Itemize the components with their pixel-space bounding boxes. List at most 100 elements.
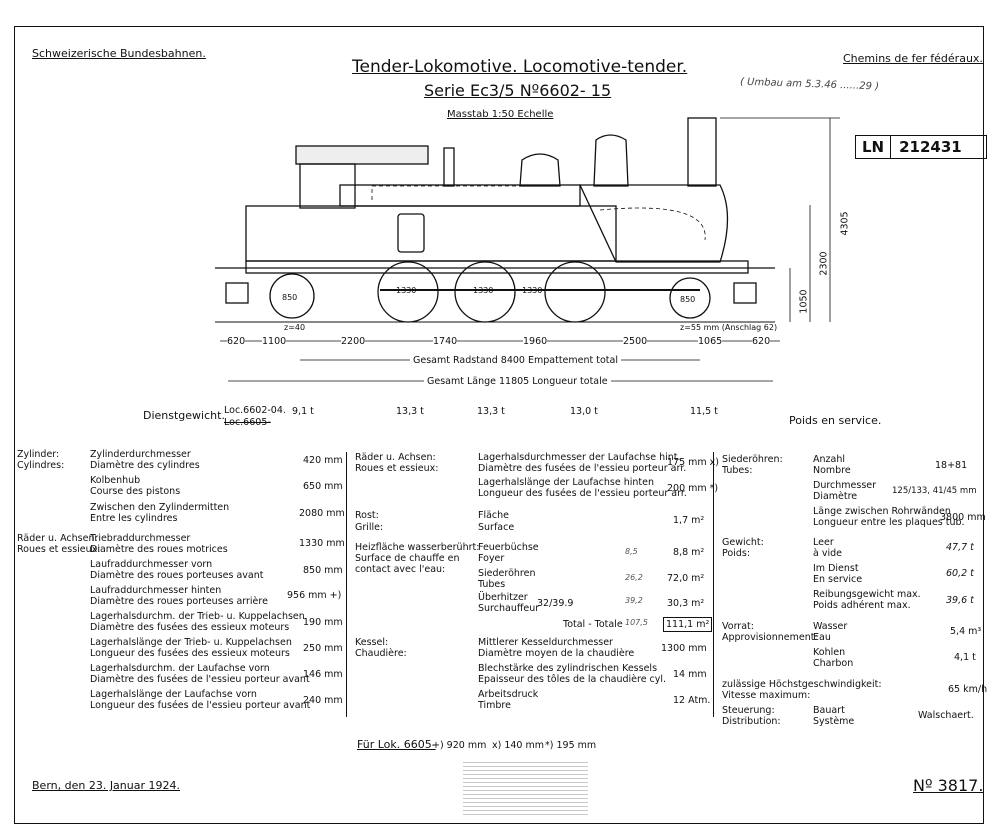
c3-r0-val: 18+81 — [935, 460, 968, 471]
c2-r0-fr: Diamètre des fusées de l'essieu porteur … — [478, 463, 687, 474]
c2-r6-de: Total - Totale — [563, 619, 623, 630]
c3-head4-fr: Distribution: — [722, 716, 781, 727]
scale-label: Masstab 1:50 Echelle — [447, 109, 554, 120]
c3-r5-de: Reibungsgewicht max. — [813, 589, 921, 600]
axle-load-3: 13,3 t — [477, 406, 505, 417]
c1-r0-val: 420 mm — [303, 455, 343, 466]
axle-load-2: 13,3 t — [396, 406, 424, 417]
c2-r0-de: Lagerhalsdurchmesser der Laufachse hint. — [478, 452, 681, 463]
c1-r5-fr: Diamètre des roues porteuses arrière — [90, 596, 268, 607]
rear-buffer — [225, 282, 249, 304]
seg-3: 2200 — [341, 336, 366, 347]
c2-r1-fr: Longueur des fusées de l'essieu porteur … — [478, 488, 687, 499]
c1-r5-val: 956 mm +) — [287, 590, 342, 601]
c2-r4-val: 72,0 m² — [667, 573, 705, 584]
c3-r2-fr: Longueur entre les plaques tub. — [813, 517, 965, 528]
c1-r4-val: 850 mm — [303, 565, 343, 576]
org-right: Chemins de fer fédéraux. — [843, 52, 983, 65]
c3-r4-val: 60,2 t — [946, 568, 974, 579]
wheel-label-2: 1330 — [396, 286, 417, 295]
seg-1: 620 — [227, 336, 246, 347]
axle-load-5: 11,5 t — [690, 406, 718, 417]
c3-r9-de: Bauart — [813, 705, 845, 716]
steam-dome — [593, 134, 629, 187]
smokebox — [578, 184, 729, 263]
seg-4: 1740 — [433, 336, 458, 347]
c3-r1-fr: Diamètre — [813, 491, 858, 502]
c2-r9-fr: Timbre — [478, 700, 511, 711]
side-tank — [245, 205, 617, 262]
c2-r5-hw: 39,2 — [625, 596, 643, 605]
c3-r3-fr: à vide — [813, 548, 842, 559]
c2-r9-val: 12 Atm. — [673, 695, 711, 706]
c2-r5-pre: 32/39.9 — [537, 598, 574, 609]
c2-r8-val: 14 mm — [673, 669, 707, 680]
c1-r1-de: Kolbenhub — [90, 475, 141, 486]
archive-stamp — [463, 760, 588, 815]
c1-r7-val: 250 mm — [303, 643, 343, 654]
c1-r3-de: Triebraddurchmesser — [90, 533, 191, 544]
c1-r9-fr: Longueur des fusées de l'essieu porteur … — [90, 700, 311, 711]
c2-head1-de: Räder u. Achsen: — [355, 452, 436, 463]
c3-r0-fr: Nombre — [813, 465, 851, 476]
c2-head4-fr: Chaudière: — [355, 648, 407, 659]
drawing-frame — [14, 26, 984, 824]
weight-label-fr: Poids en service. — [789, 414, 882, 427]
front-buffer — [733, 282, 757, 304]
seg-8: 620 — [752, 336, 771, 347]
c2-r5-de: Überhitzer — [478, 592, 528, 603]
c1-r4-de: Laufraddurchmesser vorn — [90, 559, 213, 570]
c2-r7-fr: Diamètre moyen de la chaudière — [478, 648, 635, 659]
front-carrying-wheel — [669, 277, 711, 319]
footer-date: Bern, den 23. Januar 1924. — [32, 779, 180, 792]
seg-5: 1960 — [523, 336, 548, 347]
c1-head-de: Zylinder: — [17, 449, 60, 460]
c3-r8-de: zulässige Höchstgeschwindigkeit: — [722, 679, 882, 690]
running-board — [245, 260, 749, 274]
c2-r3-de: Feuerbüchse — [478, 542, 539, 553]
note-left: z=40 — [284, 323, 306, 332]
ln-label: LN — [856, 136, 892, 158]
c2-r8-fr: Epaisseur des tôles de la chaudière cyl. — [478, 674, 667, 685]
axle-load-1: 9,1 t — [292, 406, 314, 417]
axle-load-4: 13,0 t — [570, 406, 598, 417]
footnote-label: Für Lok. 6605- — [357, 738, 436, 751]
c1-r1-val: 650 mm — [303, 481, 343, 492]
series-title: Serie Ec3/5 Nº6602- 15 — [424, 81, 612, 100]
ln-number: 212431 — [899, 138, 962, 156]
c1-r7-fr: Longueur des fusées des essieux moteurs — [90, 648, 290, 659]
c2-head3-de: Heizfläche wasserberührt: — [355, 542, 480, 553]
drawing-number: Nº 3817. — [913, 776, 984, 795]
wheelbase-label: Gesamt Radstand 8400 Empattement total — [410, 355, 621, 366]
c1-r9-de: Lagerhalslänge der Laufachse vorn — [90, 689, 257, 700]
c1-r8-de: Lagerhalsdurchm. der Laufachse vorn — [90, 663, 270, 674]
c1-head2-de: Räder u. Achsen: — [17, 533, 98, 544]
c3-r7-fr: Charbon — [813, 658, 854, 669]
c3-head2-fr: Poids: — [722, 548, 751, 559]
c3-r2-val: 3800 mm — [940, 512, 986, 523]
c2-r2-val: 1,7 m² — [673, 515, 705, 526]
c3-r3-val: 47,7 t — [946, 542, 974, 553]
c3-r7-val: 4,1 t — [954, 652, 976, 663]
c2-head4-de: Kessel: — [355, 637, 389, 648]
c2-r6-val: 111,1 m² — [663, 617, 713, 632]
c3-r8-val: 65 km/h — [948, 684, 988, 695]
c2-r1-de: Lagerhalslänge der Laufachse hinten — [478, 477, 654, 488]
c2-r2-fr: Surface — [478, 522, 515, 533]
c1-r3-fr: Diamètre des roues motrices — [90, 544, 228, 555]
wheel-label-4: 1330 — [522, 286, 543, 295]
c2-r7-val: 1300 mm — [661, 643, 707, 654]
driving-wheel-3 — [544, 261, 606, 323]
c2-r1-val: 200 mm *) — [667, 483, 719, 494]
whistle — [443, 147, 455, 187]
height-boiler: 2300 — [818, 251, 830, 276]
c2-r3-val: 8,8 m² — [673, 547, 705, 558]
c2-r8-de: Blechstärke des zylindrischen Kessels — [478, 663, 658, 674]
c3-r6-de: Wasser — [813, 621, 848, 632]
length-label: Gesamt Länge 11805 Longueur totale — [424, 376, 611, 387]
column-divider-1 — [346, 452, 347, 717]
c2-r2-de: Fläche — [478, 510, 510, 521]
c3-head3-de: Vorrat: — [722, 621, 754, 632]
c1-r3-val: 1330 mm — [299, 538, 345, 549]
c1-r6-val: 190 mm — [303, 617, 343, 628]
